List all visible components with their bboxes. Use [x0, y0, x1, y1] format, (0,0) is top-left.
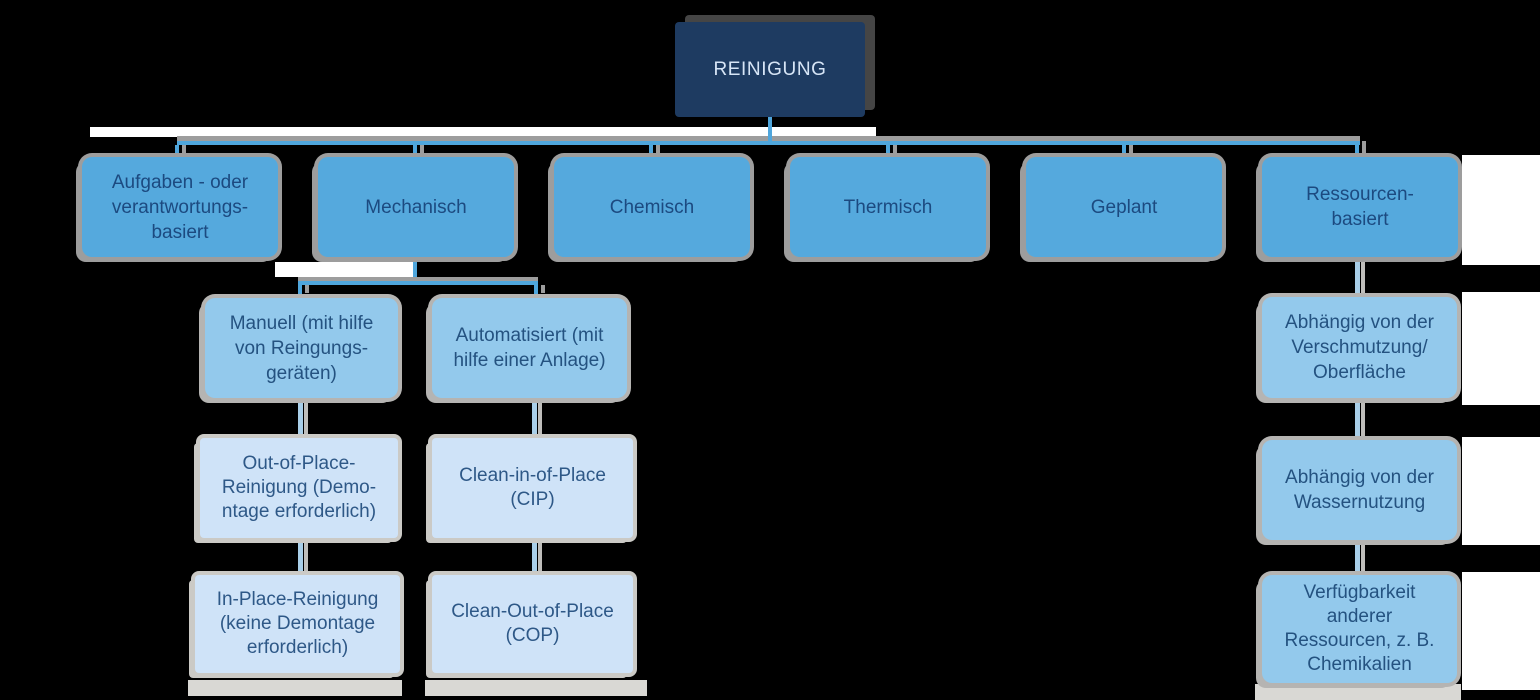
connector-manuell-outofplace — [298, 398, 303, 438]
connector-cip-cop — [532, 538, 537, 575]
node-ressourcen[interactable]: Ressourcen- basiert — [1262, 157, 1458, 257]
white-band-right-4 — [1462, 572, 1540, 690]
connector-drop-ressourcen — [1355, 145, 1359, 158]
node-chemikalien[interactable]: Verfügbarkeit anderer Ressourcen, z. B. … — [1262, 575, 1457, 683]
connector-wasser-verfuegbarkeit — [1355, 540, 1360, 575]
connector-bus2 — [298, 281, 538, 285]
connector-wasser-verfuegbarkeit-shadow — [1361, 540, 1365, 575]
node-verschmutzung[interactable]: Abhängig von der Verschmutzung/ Oberfläc… — [1262, 297, 1457, 398]
connector-cip-cop-shadow — [538, 538, 542, 575]
connector-nub-4 — [893, 145, 897, 153]
bottom-strip-1 — [188, 680, 402, 696]
connector-verschmutzung-wasser-shadow — [1361, 398, 1365, 440]
connector-drop-mechanisch — [413, 145, 417, 158]
connector-drop-chemisch — [649, 145, 653, 158]
node-cop[interactable]: Clean-Out-of-Place (COP) — [432, 575, 633, 673]
connector-bus2-shadow — [298, 277, 538, 281]
node-thermisch[interactable]: Thermisch — [790, 157, 986, 257]
white-band-top-bus — [90, 127, 876, 137]
node-manuell[interactable]: Manuell (mit hilfe von Reingungs- geräte… — [205, 298, 398, 398]
connector-nub-5 — [1129, 145, 1133, 153]
connector-outofplace-inplace-shadow — [304, 538, 308, 575]
node-chemisch[interactable]: Chemisch — [554, 157, 750, 257]
connector-ressourcen-verschmutzung-shadow — [1361, 257, 1365, 297]
node-cip[interactable]: Clean-in-of-Place (CIP) — [432, 438, 633, 538]
node-aufgaben[interactable]: Aufgaben - oder verantwortungs- basiert — [82, 157, 278, 257]
node-mechanisch[interactable]: Mechanisch — [318, 157, 514, 257]
connector-nub-6 — [1362, 141, 1366, 158]
connector-outofplace-inplace — [298, 538, 303, 575]
white-band-right-3 — [1462, 437, 1540, 545]
connector-manuell-outofplace-shadow — [304, 398, 308, 438]
connector-ressourcen-verschmutzung — [1355, 257, 1360, 297]
connector-verschmutzung-wasser — [1355, 398, 1360, 440]
node-in-place[interactable]: In-Place-Reinigung (keine Demontage erfo… — [195, 575, 400, 673]
connector-drop-thermisch — [886, 145, 890, 158]
node-reinigung[interactable]: REINIGUNG — [675, 22, 865, 117]
connector-root-drop — [768, 117, 772, 141]
connector-automatisiert-cip — [532, 398, 537, 438]
connector-nub-7 — [305, 285, 309, 293]
connector-nub-3 — [656, 145, 660, 153]
node-automatisiert[interactable]: Automatisiert (mit hilfe einer Anlage) — [432, 298, 627, 398]
node-out-of-place[interactable]: Out-of-Place- Reinigung (Demo- ntage erf… — [200, 438, 398, 538]
connector-nub-8 — [541, 285, 545, 293]
connector-automatisiert-cip-shadow — [538, 398, 542, 438]
connector-mechanisch-down — [413, 257, 417, 281]
connector-drop-aufgaben — [175, 145, 179, 158]
white-band-sub-bus — [275, 262, 413, 277]
node-wassernutzung[interactable]: Abhängig von der Wassernutzung — [1262, 440, 1457, 540]
connector-drop-geplant — [1122, 145, 1126, 158]
connector-drop-manuell — [298, 285, 302, 298]
node-geplant[interactable]: Geplant — [1026, 157, 1222, 257]
connector-nub-1 — [182, 145, 186, 153]
connector-bus1 — [177, 141, 1360, 145]
connector-drop-automatisiert — [534, 285, 538, 298]
white-band-right-2 — [1462, 292, 1540, 405]
white-band-right-1 — [1462, 155, 1540, 265]
connector-nub-2 — [420, 145, 424, 153]
bottom-strip-3 — [1255, 684, 1461, 700]
bottom-strip-2 — [425, 680, 647, 696]
